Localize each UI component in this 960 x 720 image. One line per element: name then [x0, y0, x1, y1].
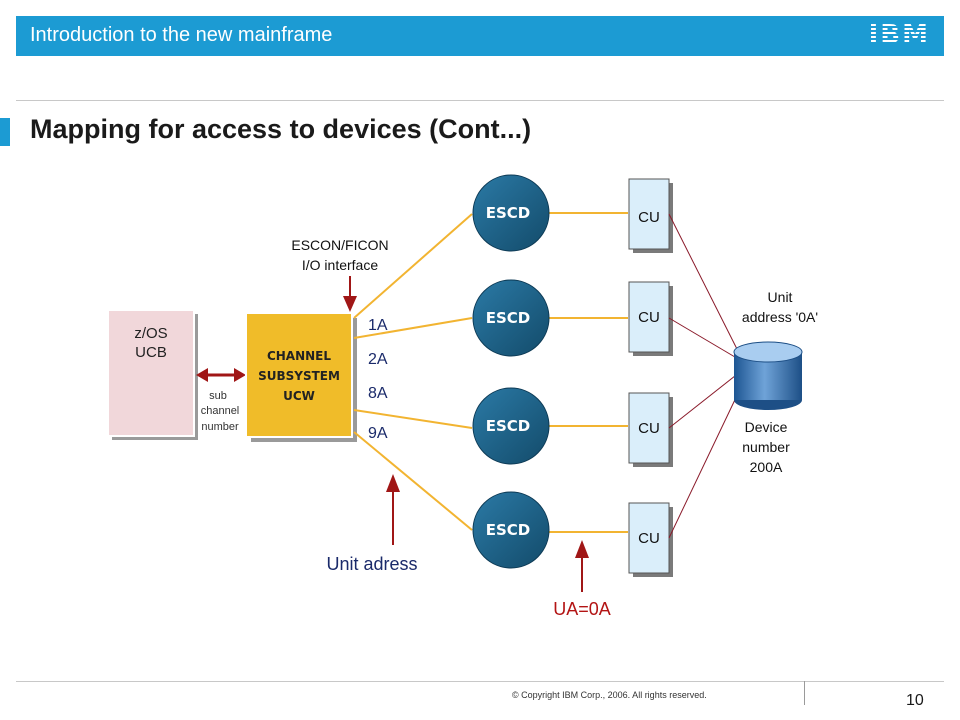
footer-separator [804, 681, 805, 705]
control-unit-3: CU [628, 392, 673, 467]
cu-label: CU [638, 420, 660, 437]
css-label-line2: SUBSYSTEM [258, 369, 340, 383]
escd-switch-4: ESCD [472, 491, 550, 569]
css-label-line1: CHANNEL [267, 349, 331, 363]
channel-subsystem-box: CHANNEL SUBSYSTEM UCW [245, 312, 357, 442]
path-9a-line [353, 431, 473, 531]
channel-paths [353, 212, 628, 533]
device-label-line2: number [742, 439, 790, 455]
cu-label: CU [638, 209, 660, 226]
path-1a-line [353, 213, 473, 319]
escd-label: ESCD [486, 417, 531, 435]
escd-label: ESCD [486, 521, 531, 539]
dasd-device-icon [733, 341, 803, 410]
ucb-label-line2: UCB [135, 344, 167, 361]
escd-label: ESCD [486, 309, 531, 327]
escd-label: ESCD [486, 204, 531, 222]
unit-address-callout-line2: address '0A' [742, 309, 818, 325]
path-2a-line [353, 317, 473, 339]
title-marker [0, 118, 10, 146]
cu-label: CU [638, 309, 660, 326]
subchannel-arrow [196, 368, 246, 382]
path-8a-line [353, 409, 473, 429]
copyright-text: © Copyright IBM Corp., 2006. All rights … [512, 690, 707, 700]
css-label-line3: UCW [283, 389, 315, 403]
ucb-label-line1: z/OS [134, 325, 167, 342]
bottom-divider [16, 681, 944, 682]
interface-label-line2: I/O interface [302, 257, 378, 273]
escd-switch-3: ESCD [472, 387, 550, 465]
ucb-box: z/OS UCB [107, 309, 198, 440]
device-label-line3: 200A [750, 459, 783, 475]
escd-switch-1: ESCD [472, 174, 550, 252]
top-divider [16, 100, 944, 101]
page-number: 10 [906, 692, 924, 709]
unit-address-callout-line1: Unit [768, 289, 793, 305]
control-unit-1: CU [628, 178, 673, 253]
header-bar: Introduction to the new mainframe IBM [16, 16, 944, 56]
subchannel-label-line2: channel [201, 405, 240, 417]
unit-adress-label: Unit adress [326, 554, 417, 574]
ua-label: UA=0A [553, 599, 611, 619]
path-label-1a: 1A [368, 317, 388, 334]
subchannel-label-line1: sub [209, 390, 227, 402]
interface-label-line1: ESCON/FICON [291, 237, 388, 253]
interface-arrow [343, 276, 357, 312]
path-label-2a: 2A [368, 351, 388, 368]
unit-adress-arrow [386, 474, 400, 545]
path-label-9a: 9A [368, 425, 388, 442]
ua-arrow [575, 540, 589, 592]
subchannel-label-line3: number [201, 421, 239, 433]
cu-device-links [668, 213, 743, 539]
device-label-line1: Device [745, 419, 788, 435]
escd-switch-2: ESCD [472, 279, 550, 357]
path-label-8a: 8A [368, 385, 388, 402]
header-title: Introduction to the new mainframe [30, 24, 333, 46]
page-title: Mapping for access to devices (Cont...) [30, 114, 532, 144]
ibm-logo-icon: IBM [868, 20, 930, 50]
cu-label: CU [638, 530, 660, 547]
control-unit-4: CU [628, 502, 673, 577]
control-unit-2: CU [628, 281, 673, 356]
